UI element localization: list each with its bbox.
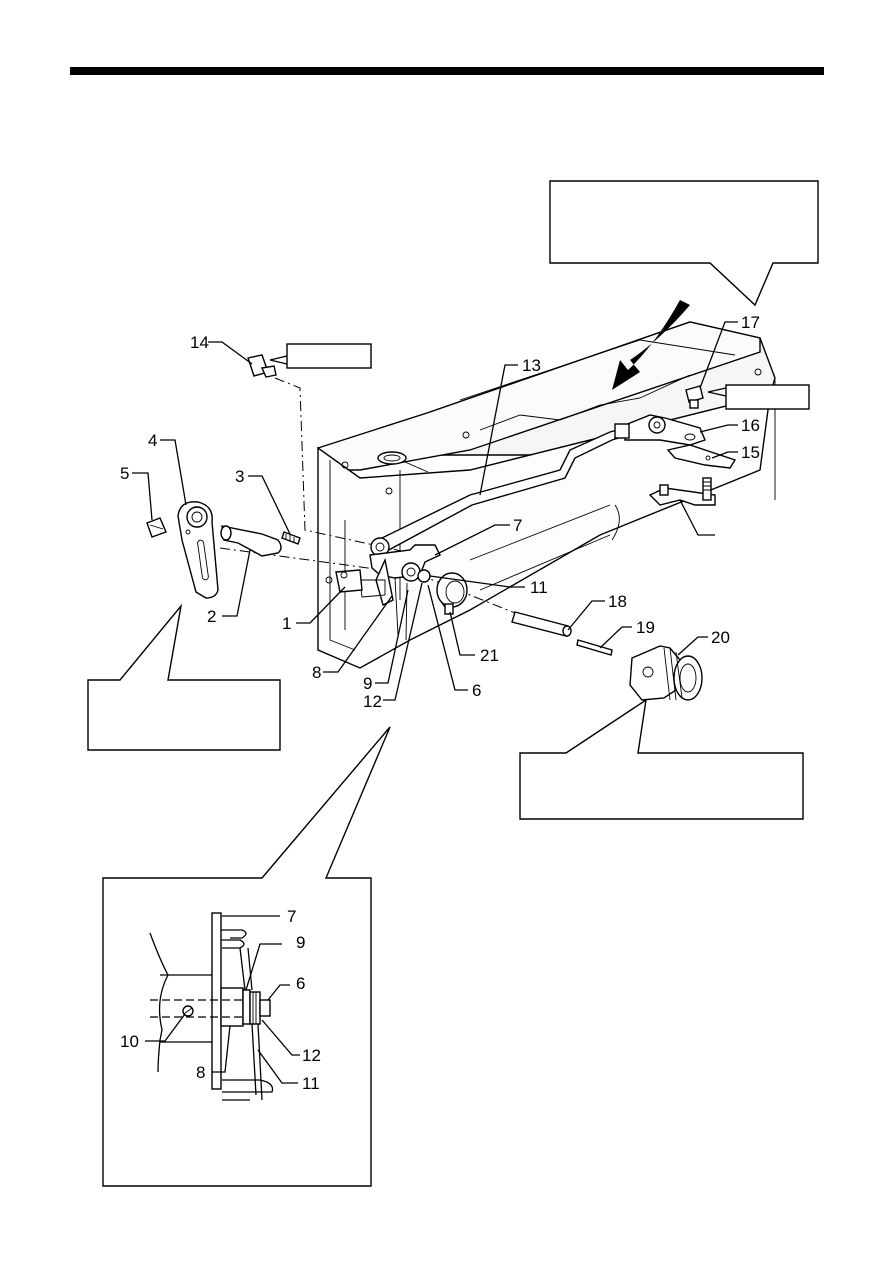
part-14-screw [247,354,277,378]
label-13: 13 [522,356,541,375]
leader-lines [132,321,738,701]
part-7-bracket [359,544,441,641]
label-8: 8 [312,663,321,682]
part-21-setscrew [444,603,454,615]
label-17: 17 [741,313,760,332]
detail-label-6: 6 [296,974,305,993]
label-1: 1 [282,614,291,633]
label-21: 21 [480,646,499,665]
part-16-lever [614,414,706,446]
part-4-lever [177,501,219,599]
label-9: 9 [363,674,372,693]
detail-label-12: 12 [302,1046,321,1065]
label-4: 4 [148,431,157,450]
part-5-screw [146,517,167,538]
part-20-tension-assembly [629,645,703,701]
callout-bottom-right [519,698,804,820]
detail-label-9: 9 [296,933,305,952]
callout-left [87,603,281,751]
part-1-bracket [335,569,363,593]
part-18-rod [511,611,572,637]
detail-label-7: 7 [287,907,296,926]
label-7: 7 [513,516,522,535]
tag-17 [707,384,810,410]
direction-arrow [612,300,690,390]
label-3: 3 [235,467,244,486]
label-6: 6 [472,681,481,700]
detail-label-11: 11 [302,1074,320,1093]
label-14: 14 [190,333,209,352]
label-11: 11 [530,578,548,597]
tag-14 [269,343,372,369]
label-2: 2 [207,607,216,626]
part-3-screw [281,531,301,545]
detail-label-8: 8 [196,1063,205,1082]
callout-top-right [549,180,819,307]
detail-inset: 7 9 6 12 11 8 10 [102,726,391,1187]
label-5: 5 [120,464,129,483]
label-18: 18 [608,592,627,611]
label-16: 16 [741,416,760,435]
part-labels: 14 4 5 3 2 1 8 9 12 6 21 11 7 13 18 19 2… [120,313,760,711]
label-19: 19 [636,618,655,637]
machine-arm [317,321,776,669]
label-20: 20 [711,628,730,647]
label-12: 12 [363,692,382,711]
header-rule [70,67,824,75]
detail-label-10: 10 [120,1032,139,1051]
part-2-pin [220,525,282,557]
bracket-assembly [648,477,716,536]
label-15: 15 [741,443,760,462]
part-17-screw [685,385,704,409]
part-15-plate [666,444,737,469]
